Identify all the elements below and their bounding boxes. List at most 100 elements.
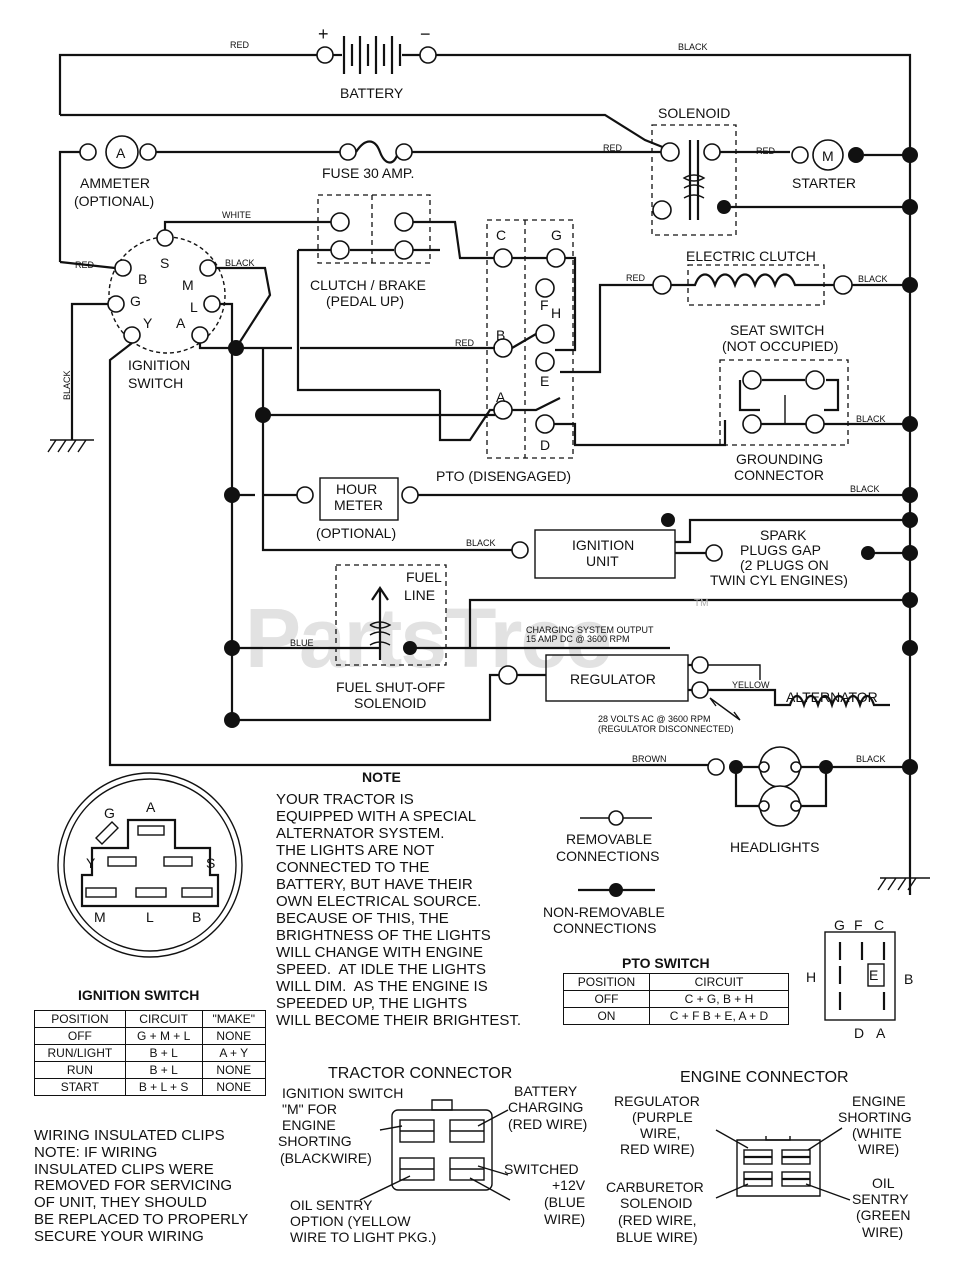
svg-text:H: H [551, 305, 561, 321]
svg-text:D: D [540, 437, 550, 453]
svg-text:CONNECTIONS: CONNECTIONS [556, 848, 659, 864]
solenoid-label: SOLENOID [658, 105, 730, 121]
starter-label: STARTER [792, 175, 856, 191]
svg-text:NON-REMOVABLE: NON-REMOVABLE [543, 904, 665, 920]
svg-text:A: A [146, 799, 156, 815]
svg-text:YELLOW: YELLOW [732, 680, 770, 690]
svg-text:A: A [876, 1025, 886, 1041]
svg-text:S: S [160, 255, 169, 271]
svg-text:CONNECTIONS: CONNECTIONS [553, 920, 656, 936]
svg-text:IGNITION SWITCH: IGNITION SWITCH [282, 1085, 403, 1101]
svg-text:BLACK: BLACK [850, 484, 880, 494]
svg-text:CHARGING: CHARGING [508, 1099, 583, 1115]
svg-text:OIL SENTRY: OIL SENTRY [290, 1197, 373, 1213]
svg-text:PLUGS GAP: PLUGS GAP [740, 542, 821, 558]
fuse-label: FUSE 30 AMP. [322, 165, 414, 181]
svg-text:REMOVABLE: REMOVABLE [566, 831, 652, 847]
svg-text:WIRE): WIRE) [862, 1224, 903, 1240]
svg-text:WHITE: WHITE [222, 210, 251, 220]
pto-table-cell: C + G, B + H [648, 990, 790, 1008]
ign-table-cell: B + L [124, 1044, 203, 1062]
svg-text:G: G [130, 293, 141, 309]
battery-minus: − [420, 24, 431, 44]
hour-meter: HOUR METER (OPTIONAL) BLACK [232, 477, 910, 541]
headlights-label: HEADLIGHTS [730, 839, 819, 855]
svg-text:BLACK: BLACK [62, 370, 72, 400]
ign-table-cell: B + L + S [124, 1078, 203, 1096]
svg-text:F: F [854, 917, 863, 933]
connection-legend: REMOVABLE CONNECTIONS NON-REMOVABLE CONN… [543, 810, 665, 936]
ign-table-cell: OFF [34, 1027, 126, 1045]
clutch-brake-switch: CLUTCH / BRAKE (PEDAL UP) [296, 194, 495, 392]
ammeter-optional: (OPTIONAL) [74, 193, 154, 209]
wire-red-solenoid: RED [603, 143, 623, 153]
svg-text:ENGINE: ENGINE [852, 1093, 906, 1109]
ignition-unit-label-2: UNIT [586, 553, 619, 569]
ign-table-header: POSITION [34, 1010, 126, 1028]
electric-clutch: ELECTRIC CLUTCH BLACK [652, 248, 910, 306]
svg-text:B: B [904, 971, 913, 987]
svg-text:A: A [496, 389, 506, 405]
ign-table-cell: RUN [34, 1061, 126, 1079]
svg-text:BLACK: BLACK [466, 538, 496, 548]
fuel-shutoff-label-1: FUEL SHUT-OFF [336, 679, 445, 695]
fuel-shutoff-solenoid: BLUE FUEL LINE FUEL SHUT-OFF SOLENOID [232, 564, 910, 722]
ign-table-header: "MAKE" [201, 1010, 267, 1028]
svg-text:SPARK: SPARK [760, 527, 807, 543]
battery-icon [316, 36, 437, 74]
ign-table-cell: NONE [201, 1061, 267, 1079]
svg-text:L: L [146, 909, 154, 925]
svg-text:G: G [551, 227, 562, 243]
connector-labels: TRACTOR CONNECTOR ENGINE CONNECTOR IGNIT… [278, 1065, 912, 1245]
ignition-switch-schematic: B S M G L Y A IGNITION SWITCH RED WHITE … [47, 210, 720, 767]
ign-table-cell: RUN/LIGHT [34, 1044, 126, 1062]
alternator-label: ALTERNATOR [786, 689, 878, 705]
svg-text:C: C [874, 917, 884, 933]
svg-text:(BLACKWIRE): (BLACKWIRE) [280, 1150, 372, 1166]
svg-text:SHORTING: SHORTING [278, 1133, 352, 1149]
ammeter-fuse-row: A AMMETER (OPTIONAL) FUSE 30 AMP. RED [58, 135, 670, 262]
svg-text:E: E [540, 373, 549, 389]
ign-table-cell: G + M + L [124, 1027, 203, 1045]
ignition-unit-label-1: IGNITION [572, 537, 634, 553]
pto-switch-face: G F C H E B D A [806, 917, 913, 1041]
svg-text:+12V: +12V [552, 1177, 586, 1193]
svg-text:BLACK: BLACK [856, 754, 886, 764]
svg-text:WIRE): WIRE) [544, 1211, 585, 1227]
svg-text:Y: Y [143, 315, 153, 331]
svg-text:BROWN: BROWN [632, 754, 667, 764]
svg-text:28 VOLTS AC @ 3600 RPM: 28 VOLTS AC @ 3600 RPM [598, 714, 711, 724]
hour-label: HOUR [336, 481, 377, 497]
svg-text:M: M [94, 909, 106, 925]
regulator-label: REGULATOR [570, 671, 656, 687]
svg-text:(RED WIRE): (RED WIRE) [508, 1116, 587, 1132]
ign-table-header: CIRCUIT [124, 1010, 203, 1028]
svg-text:(GREEN: (GREEN [856, 1207, 910, 1223]
svg-text:H: H [806, 969, 816, 985]
seat-switch: SEAT SWITCH (NOT OCCUPIED) GROUNDING CON… [719, 322, 910, 483]
svg-text:SENTRY: SENTRY [852, 1191, 909, 1207]
regulator-alternator: CHARGING SYSTEM OUTPUT 15 AMP DC @ 3600 … [498, 625, 890, 734]
svg-text:BLUE WIRE): BLUE WIRE) [616, 1229, 698, 1245]
svg-text:BLACK: BLACK [225, 258, 255, 268]
engine-connector-drawing [715, 1127, 851, 1201]
fuel-shutoff-label-2: SOLENOID [354, 695, 426, 711]
svg-text:SOLENOID: SOLENOID [620, 1195, 692, 1211]
line-label: LINE [404, 587, 435, 603]
svg-text:RED: RED [75, 260, 95, 270]
solenoid: SOLENOID RED [651, 105, 790, 236]
svg-text:RED: RED [455, 338, 475, 348]
connector-label: CONNECTOR [734, 467, 824, 483]
starter: M STARTER [728, 139, 910, 209]
ammeter-icon [105, 135, 139, 169]
svg-text:CARBURETOR: CARBURETOR [606, 1179, 704, 1195]
wire-black-battery: BLACK [678, 42, 708, 52]
pto-table-cell: OFF [563, 990, 650, 1008]
ign-table-cell: B + L [124, 1061, 203, 1079]
ign-table-cell: START [34, 1078, 126, 1096]
ignition-switch-face: G A Y S M L B [57, 772, 243, 958]
svg-text:(WHITE: (WHITE [852, 1125, 902, 1141]
pto-table-header: POSITION [563, 973, 650, 991]
engine-connector-title: ENGINE CONNECTOR [680, 1069, 849, 1086]
svg-text:CHARGING SYSTEM OUTPUT: CHARGING SYSTEM OUTPUT [526, 625, 654, 635]
